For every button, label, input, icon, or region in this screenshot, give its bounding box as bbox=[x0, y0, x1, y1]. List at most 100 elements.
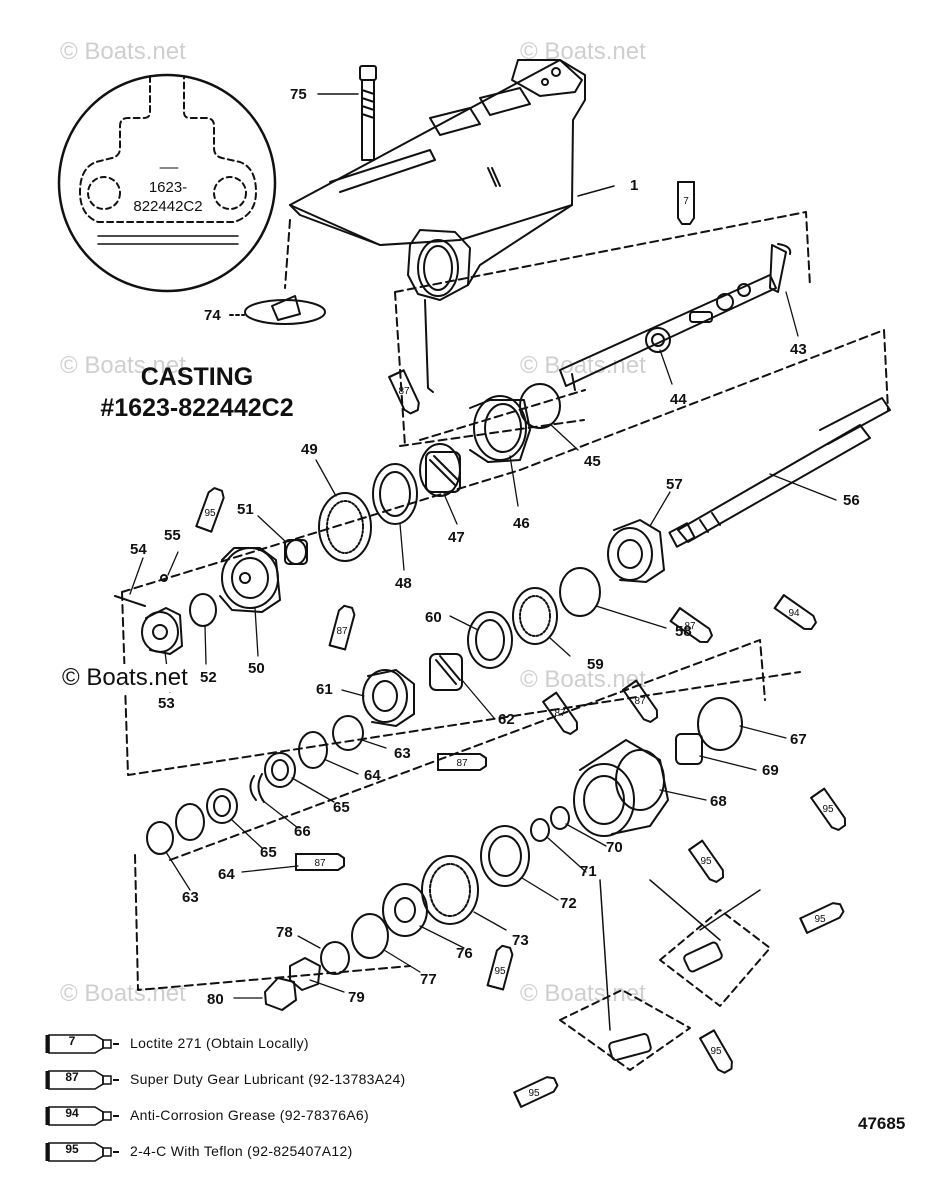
thrust-hub-inner bbox=[394, 897, 416, 923]
lubricant-tube: 87 bbox=[437, 753, 487, 771]
watermark: © Boats.net bbox=[520, 980, 646, 1007]
svg-text:95: 95 bbox=[528, 1088, 540, 1099]
tab-washer bbox=[480, 825, 530, 887]
callout-50: 50 bbox=[248, 660, 265, 677]
thrust-washer-inner bbox=[379, 471, 411, 517]
callout-62: 62 bbox=[498, 711, 515, 728]
callout-54: 54 bbox=[130, 541, 147, 558]
callout-61: 61 bbox=[316, 681, 333, 698]
svg-text:95: 95 bbox=[700, 856, 712, 867]
retainer-73 bbox=[421, 855, 479, 925]
svg-text:94: 94 bbox=[788, 608, 800, 619]
roller-bearing-2 bbox=[429, 653, 463, 691]
thrust-bearing-2-inner bbox=[519, 595, 551, 637]
propeller-shaft bbox=[668, 397, 891, 548]
reverse-gear bbox=[607, 519, 665, 583]
seal-70 bbox=[550, 806, 570, 830]
callout-53: 53 bbox=[158, 695, 175, 712]
callout-72: 72 bbox=[560, 895, 577, 912]
callout-77: 77 bbox=[420, 971, 437, 988]
callout-67: 67 bbox=[790, 731, 807, 748]
prop-nut-80 bbox=[264, 977, 297, 1011]
o-ring-67 bbox=[697, 697, 743, 751]
thrust-bearing-inner bbox=[326, 500, 364, 554]
callout-43: 43 bbox=[790, 341, 807, 358]
inset-label-line1: 1623- bbox=[149, 179, 187, 196]
callout-47: 47 bbox=[448, 529, 465, 546]
thrust-bearing bbox=[318, 492, 372, 562]
gear-housing bbox=[289, 59, 586, 393]
tube-icon bbox=[45, 1106, 119, 1126]
shim-ring bbox=[519, 383, 561, 429]
casting-title-line1: CASTING bbox=[140, 363, 254, 391]
callout-74: 74 bbox=[204, 307, 221, 324]
lubricant-tube: 95 bbox=[699, 1029, 733, 1074]
casting-title: CASTING #1623-822442C2 bbox=[82, 362, 312, 424]
callout-60: 60 bbox=[425, 609, 442, 626]
tube-icon bbox=[45, 1070, 119, 1090]
callout-79: 79 bbox=[348, 989, 365, 1006]
watermark: © Boats.net bbox=[60, 38, 186, 65]
callout-71: 71 bbox=[580, 863, 597, 880]
thrust-washer bbox=[372, 463, 418, 525]
bearing-65b bbox=[206, 788, 238, 824]
callout-78: 78 bbox=[276, 924, 293, 941]
clutch-shim bbox=[189, 593, 217, 627]
roller-bearing-69 bbox=[675, 733, 703, 765]
lubricant-tube: 95 bbox=[810, 787, 847, 831]
detail-part-a bbox=[683, 941, 723, 973]
thrust-bearing-2 bbox=[512, 587, 558, 645]
forward-gear bbox=[219, 547, 281, 613]
tab-washer-inner bbox=[488, 835, 522, 877]
callout-63: 63 bbox=[394, 745, 411, 762]
callout-73: 73 bbox=[512, 932, 529, 949]
o-ring bbox=[559, 567, 601, 617]
bearing-65 bbox=[264, 752, 296, 788]
callout-55: 55 bbox=[164, 527, 181, 544]
roller-bearing bbox=[419, 443, 461, 497]
bearing-65-inner bbox=[271, 759, 289, 781]
lubricant-tube: 87 bbox=[328, 604, 356, 651]
svg-text:87: 87 bbox=[336, 626, 348, 637]
legend-code: 87 bbox=[65, 1070, 79, 1084]
legend-text: Super Duty Gear Lubricant (92-13783A24) bbox=[130, 1071, 406, 1087]
callout-52: 52 bbox=[200, 669, 217, 686]
watermark: © Boats.net bbox=[60, 352, 186, 379]
watermark: © Boats.net bbox=[60, 980, 186, 1007]
cross-pin bbox=[114, 595, 146, 607]
anode-plate bbox=[244, 295, 326, 325]
thrust-bearing-64 bbox=[298, 731, 328, 769]
callout-66: 66 bbox=[294, 823, 311, 840]
tube-icon bbox=[45, 1034, 119, 1054]
svg-text:87: 87 bbox=[398, 386, 410, 397]
legend-text: Anti-Corrosion Grease (92-78376A6) bbox=[130, 1107, 369, 1123]
lubricant-tube: 7 bbox=[677, 181, 695, 225]
callout-65b: 65 bbox=[260, 844, 277, 861]
svg-text:95: 95 bbox=[204, 508, 216, 519]
bearing-housing bbox=[362, 669, 415, 727]
svg-text:87: 87 bbox=[634, 696, 646, 707]
bearing-race-2-inner bbox=[475, 619, 505, 661]
callout-65: 65 bbox=[333, 799, 350, 816]
drawing-number: 47685 bbox=[858, 1114, 906, 1133]
lubricant-tube: 87 bbox=[669, 607, 713, 644]
callout-64b: 64 bbox=[218, 866, 235, 883]
lubricant-tube: 95 bbox=[688, 839, 725, 883]
svg-text:95: 95 bbox=[710, 1046, 722, 1057]
callout-58: 58 bbox=[675, 623, 692, 640]
bearing-race bbox=[469, 395, 531, 463]
casting-title-line2: #1623-822442C2 bbox=[100, 394, 294, 422]
washer-63 bbox=[332, 715, 364, 751]
watermark: © Boats.net bbox=[520, 352, 646, 379]
legend-code: 94 bbox=[65, 1106, 79, 1120]
thrust-bearing-64b bbox=[175, 803, 205, 841]
tube-icon bbox=[45, 1142, 119, 1162]
retainer-73-inner bbox=[429, 863, 471, 917]
svg-text:87: 87 bbox=[314, 858, 326, 869]
clutch-sliding bbox=[141, 607, 183, 655]
detent-ball bbox=[160, 574, 168, 582]
lubricant-tube: 87 bbox=[542, 691, 579, 735]
detail-part-b bbox=[608, 1033, 652, 1061]
callout-45: 45 bbox=[584, 453, 601, 470]
